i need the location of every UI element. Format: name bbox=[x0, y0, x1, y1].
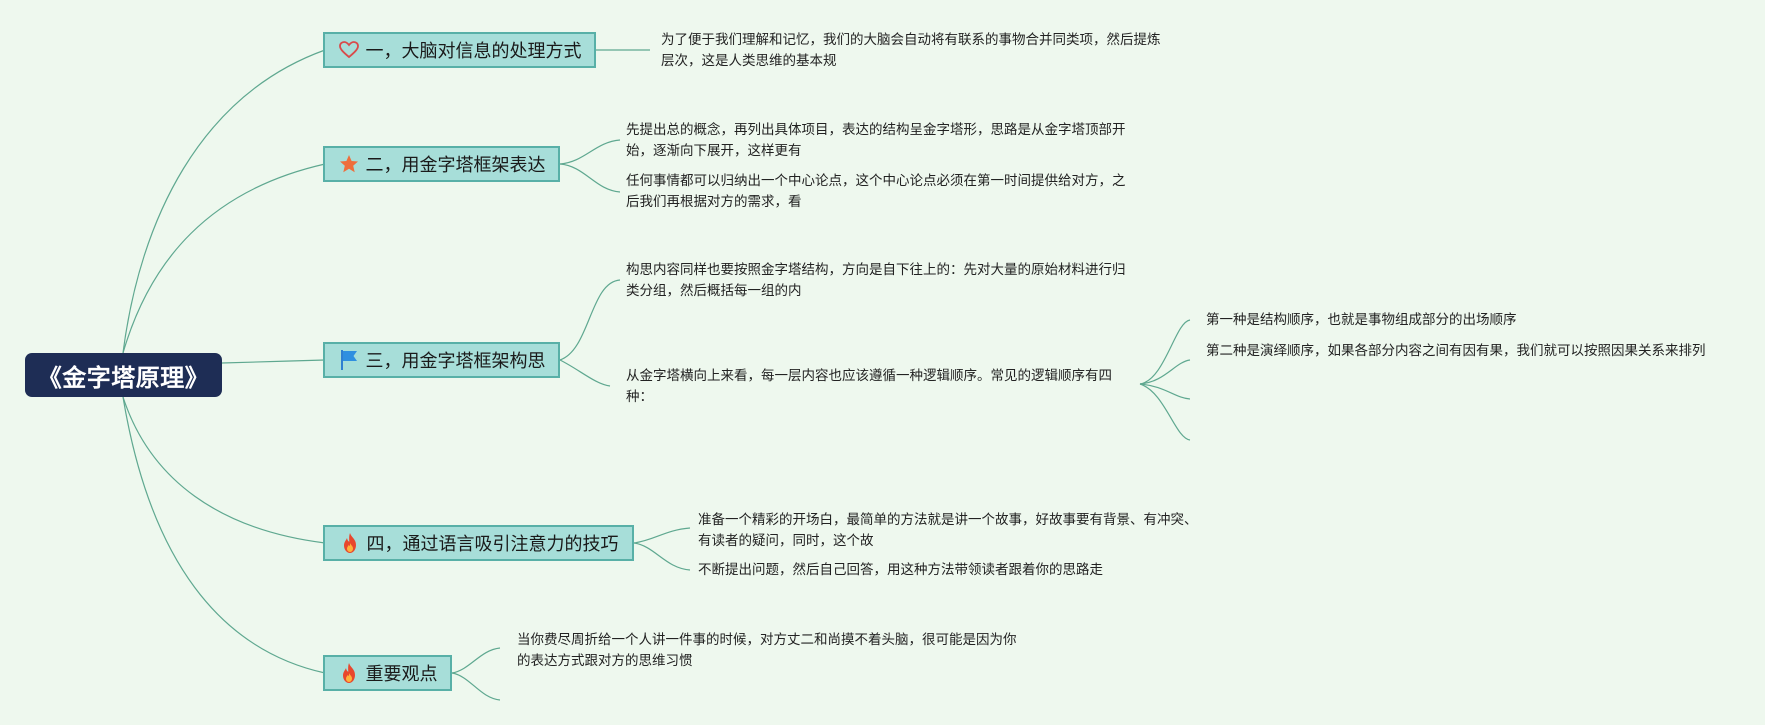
connector-root-b2 bbox=[122, 163, 326, 354]
leaf-b3-2-1[interactable]: 第一种是结构顺序，也就是事物组成部分的出场顺序 bbox=[1206, 312, 1517, 328]
connector-b3-leaf2 bbox=[559, 359, 611, 387]
branch-1-node[interactable]: 一，大脑对信息的处理方式 bbox=[323, 32, 596, 68]
branch-2-label: 二，用金字塔框架表达 bbox=[365, 155, 546, 176]
branch-3-node[interactable]: 三，用金字塔框架构思 bbox=[323, 342, 560, 378]
branch-1-label: 一，大脑对信息的处理方式 bbox=[365, 41, 582, 62]
connector-root-b3 bbox=[221, 359, 326, 364]
connector-root-b4 bbox=[122, 396, 326, 544]
connector-b3l2-sub4 bbox=[1139, 383, 1191, 441]
branch-2-node[interactable]: 二，用金字塔框架表达 bbox=[323, 146, 560, 182]
connector-b4-leaf1 bbox=[633, 527, 691, 544]
branch-5-label: 重要观点 bbox=[365, 664, 438, 685]
leaf-b4-2[interactable]: 不断提出问题，然后自己回答，用这种方法带领读者跟着你的思路走 bbox=[698, 562, 1103, 578]
connector-b4-leaf2 bbox=[633, 542, 691, 571]
connector-b2-leaf2 bbox=[559, 163, 621, 193]
leaf-b3-2[interactable]: 从金字塔横向上来看，每一层内容也应该遵循一种逻辑顺序。常见的逻辑顺序有四种： bbox=[626, 368, 1112, 405]
connector-b5-leaf1 bbox=[451, 647, 501, 674]
branch-4-node[interactable]: 四，通过语言吸引注意力的技巧 bbox=[323, 525, 634, 561]
root-node[interactable]: 《金字塔原理》 bbox=[25, 353, 222, 397]
connector-b3-leaf1 bbox=[559, 279, 621, 361]
leaf-b3-2-2[interactable]: 第二种是演绎顺序，如果各部分内容之间有因有果，我们就可以按照因果关系来排列 bbox=[1206, 343, 1706, 359]
branch-4-label: 四，通过语言吸引注意力的技巧 bbox=[366, 534, 619, 555]
leaf-b2-1[interactable]: 先提出总的概念，再列出具体项目，表达的结构呈金字塔形，思路是从金字塔顶部开始，逐… bbox=[626, 122, 1126, 159]
leaf-b4-1[interactable]: 准备一个精彩的开场白，最简单的方法就是讲一个故事，好故事要有背景、有冲突、有读者… bbox=[698, 512, 1198, 549]
fire-icon bbox=[339, 532, 361, 554]
leaf-b1-1[interactable]: 为了便于我们理解和记忆，我们的大脑会自动将有联系的事物合并同类项，然后提炼层次，… bbox=[661, 32, 1161, 69]
connector-b2-leaf1 bbox=[559, 139, 621, 165]
star-icon bbox=[338, 153, 360, 175]
leaf-b2-2[interactable]: 任何事情都可以归纳出一个中心论点，这个中心论点必须在第一时间提供给对方，之后我们… bbox=[626, 173, 1126, 210]
leaf-b5-1[interactable]: 当你费尽周折给一个人讲一件事的时候，对方丈二和尚摸不着头脑，很可能是因为你的表达… bbox=[517, 632, 1017, 669]
root-title: 《金字塔原理》 bbox=[37, 363, 210, 392]
branch-3-label: 三，用金字塔框架构思 bbox=[365, 351, 546, 372]
leaf-b3-1[interactable]: 构思内容同样也要按照金字塔结构，方向是自下往上的：先对大量的原始材料进行归类分组… bbox=[626, 262, 1126, 299]
connector-b5-leaf2 bbox=[451, 672, 501, 701]
connector-b3l2-sub1 bbox=[1139, 319, 1191, 385]
fire-icon bbox=[338, 662, 360, 684]
flag-icon bbox=[338, 349, 360, 371]
connector-b3l2-sub3 bbox=[1139, 383, 1191, 400]
connector-b3l2-sub2 bbox=[1139, 359, 1191, 385]
heart-icon bbox=[338, 39, 360, 61]
connector-root-b5 bbox=[122, 396, 326, 674]
branch-5-node[interactable]: 重要观点 bbox=[323, 655, 452, 691]
connector-root-b1 bbox=[122, 49, 326, 354]
